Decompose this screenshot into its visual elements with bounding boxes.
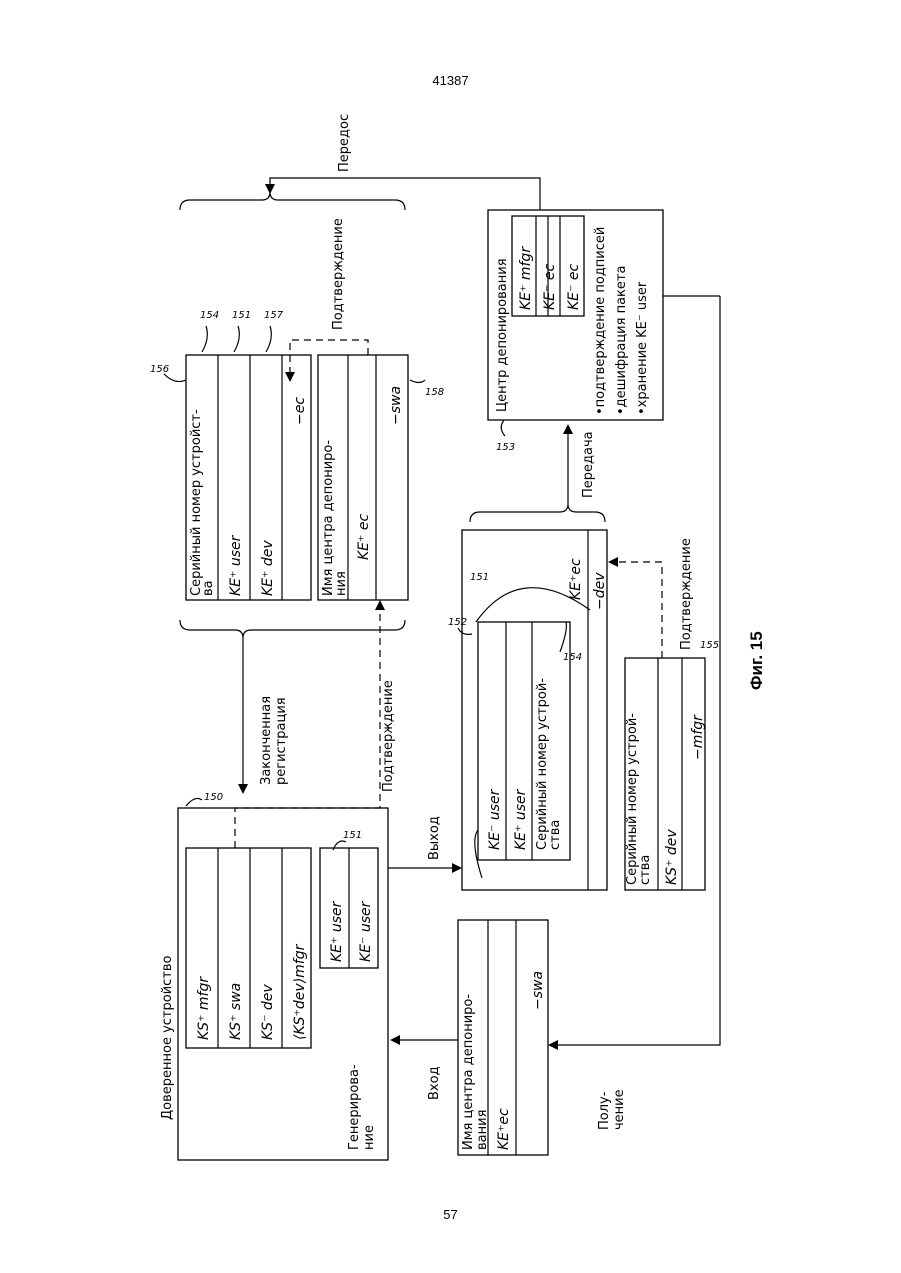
mfgr-sig: −mfgr	[690, 714, 706, 760]
key-ke-user-priv: KE⁻ user	[358, 900, 374, 962]
out-ke-ec: KE⁺ec	[568, 558, 584, 600]
reg-ke-ec: KE⁺ ec	[356, 514, 372, 560]
out-serial: Серийный номер устрой-ства	[535, 678, 563, 850]
escrow-ke-mfgr: KE⁺ mfgr	[518, 246, 534, 310]
reg-serial: Серийный номер устройст-ва	[189, 409, 216, 596]
output-packet-box: KE⁻ user KE⁺ user Серийный номер устрой-…	[448, 530, 608, 890]
top-transfer-label: Передос	[337, 114, 352, 172]
ref-153: 153	[496, 442, 515, 453]
ref-158: 158	[425, 387, 444, 398]
input-packet-ke-ec: KE⁺ec	[496, 1108, 512, 1150]
mfgr-ks-dev: KS⁺ dev	[664, 829, 680, 885]
mfgr-cert-box: Серийный номер устрой-ства KS⁺ dev −mfgr…	[625, 640, 719, 890]
key-ks-swa: KS⁺ swa	[228, 983, 244, 1040]
escrow-bullet-1: •подтверждение подписей	[593, 227, 608, 415]
escrow-ke-ec-1: KE⁻ ec	[542, 264, 558, 310]
escrow-bullet-3: •хранение KE⁻ user	[635, 281, 650, 415]
reg-ec-name: Имя центра депониро-ния	[321, 440, 349, 596]
escrow-title: Центр депонирования	[495, 258, 510, 412]
device-keys-table: KS⁺ mfgr KS⁺ swa KS⁻ dev ⟨KS⁺dev⟩mfgr	[186, 848, 311, 1048]
device-user-keys-table: KE⁺ user KE⁻ user 151	[320, 830, 378, 968]
key-ke-user-pub: KE⁺ user	[329, 900, 345, 962]
ref-151-reg: 151	[232, 310, 251, 321]
input-packet-head: Имя центра депониро-вания	[461, 994, 490, 1150]
reg-sig-swa: −swa	[388, 386, 404, 425]
confirm-top-label: Подтверждение	[331, 218, 346, 330]
output-arrow-label: Выход	[427, 816, 442, 860]
escrow-bullet-2: •дешифрация пакета	[614, 266, 629, 415]
confirm-bottom-label: Подтверждение	[381, 680, 396, 792]
ref-157-reg: 157	[264, 310, 284, 321]
input-packet-box: Имя центра депониро-вания KE⁺ec −swa	[458, 920, 548, 1155]
ref-150: 150	[204, 792, 223, 803]
escrow-center-box: Центр депонирования KE⁺ mfgr KE⁻ ec KE⁻ …	[488, 210, 663, 453]
trusted-device-title: Доверенное устройство	[160, 955, 175, 1120]
key-ks-dev: KS⁻ dev	[260, 984, 276, 1040]
registration-cert-1: Серийный номер устройст-ва KE⁺ user KE⁺ …	[150, 310, 311, 600]
completed-reg-brace	[180, 620, 405, 638]
key-ks-mfgr: KS⁺ mfgr	[196, 976, 212, 1040]
ref-154-out: 154	[563, 652, 582, 663]
figure-caption: Фиг. 15	[747, 631, 766, 690]
top-brace	[180, 192, 405, 210]
receive-label: Полу-чение	[597, 1089, 627, 1130]
ref-154-reg: 154	[200, 310, 219, 321]
completed-reg-label: Законченнаярегистрация	[259, 696, 289, 785]
reg-ke-user: KE⁺ user	[228, 534, 244, 596]
ref-155: 155	[700, 640, 719, 651]
input-arrow-label: Вход	[427, 1066, 442, 1100]
input-packet-sig: −swa	[530, 971, 546, 1010]
reg-ke-dev: KE⁺ dev	[260, 540, 276, 596]
ref-152: 152	[448, 617, 467, 628]
reg-sig-ec: −ec	[292, 397, 308, 425]
mfgr-serial: Серийный номер устрой-ства	[625, 713, 653, 885]
output-brace	[470, 504, 605, 522]
ref-151-device: 151	[343, 830, 362, 841]
out-ke-user-pub: KE⁺ user	[513, 788, 529, 850]
escrow-ke-ec-2: KE⁻ ec	[566, 264, 582, 310]
device-confirm-dashed	[235, 602, 380, 848]
out-sig-dev: −dev	[592, 572, 608, 610]
ref-156: 156	[150, 364, 169, 375]
confirm-right-label: Подтверждение	[679, 538, 694, 650]
ref-151-out: 151	[470, 572, 489, 583]
key-ks-dev-mfgr: ⟨KS⁺dev⟩mfgr	[292, 943, 308, 1040]
generation-label: Генерирова-ние	[347, 1064, 377, 1150]
top-return-line	[270, 178, 540, 210]
registration-cert-2: Имя центра депониро-ния KE⁺ ec −swa 158	[318, 355, 444, 600]
transfer-label: Передача	[581, 431, 596, 498]
reg-confirm-dashed	[290, 340, 368, 380]
out-ke-user-priv: KE⁻ user	[487, 788, 503, 850]
mfgr-confirm-dashed	[610, 562, 662, 658]
